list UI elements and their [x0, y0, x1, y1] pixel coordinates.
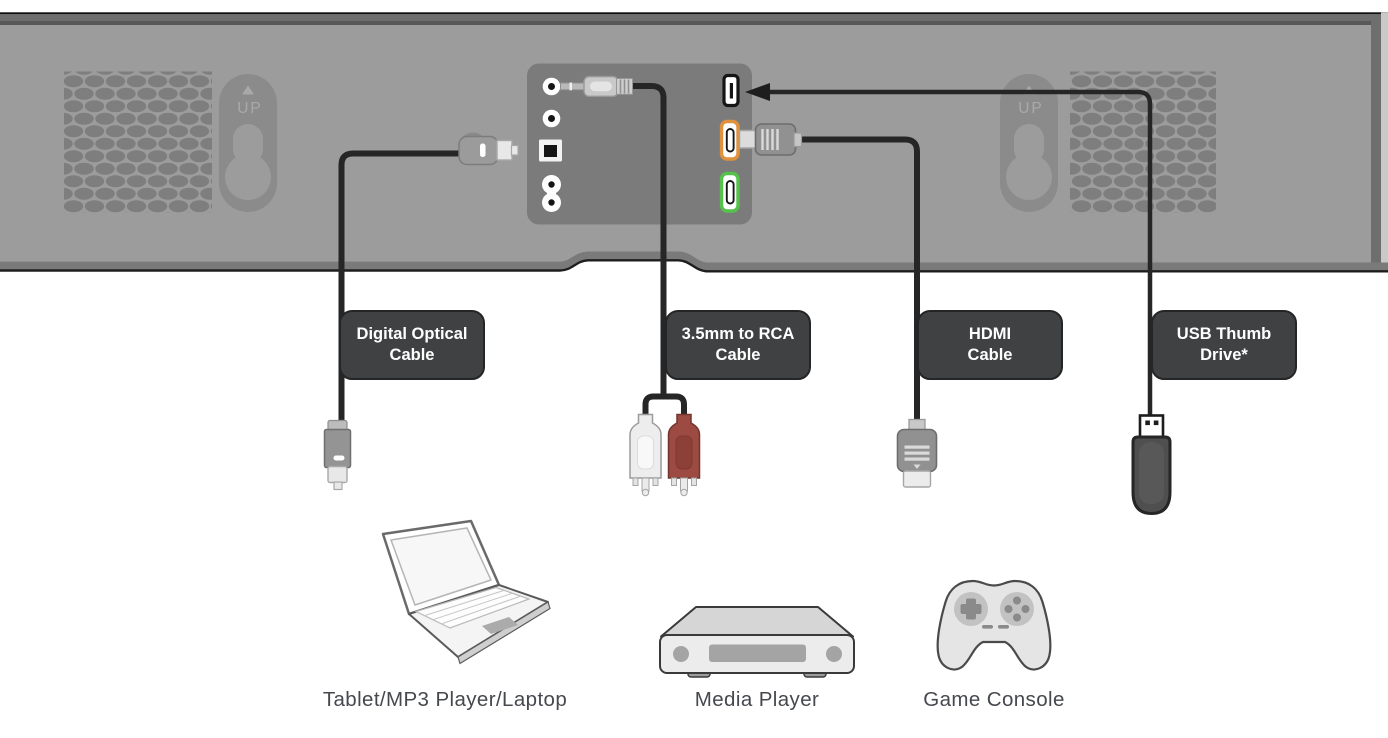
- aux-input-jack: [542, 77, 561, 96]
- laptop-icon: [381, 519, 551, 665]
- label-aux-to-rca-cable: 3.5mm to RCA Cable: [665, 310, 811, 380]
- keyhole-slot: [1014, 124, 1044, 164]
- label-line: Cable: [967, 346, 1013, 364]
- aux-to-rca-cable-line: [631, 83, 667, 399]
- keyhole-slot: [233, 124, 263, 164]
- label-usb-thumb-drive: USB Thumb Drive*: [1151, 310, 1297, 380]
- keyhole-mount-right: UP: [1000, 74, 1058, 212]
- label-line: Cable: [389, 346, 435, 364]
- bottom-trim-band: [0, 251, 1388, 271]
- hdmi-cable-connector: [896, 418, 938, 488]
- panel-surface: [527, 63, 752, 225]
- optical-plug-inline: [458, 132, 519, 166]
- usb-arrow-icon: [745, 83, 770, 101]
- aux-plug-inserted: [560, 75, 633, 97]
- optical-digital-port: [539, 139, 562, 162]
- keyhole-circle: [1006, 154, 1052, 200]
- label-hdmi-cable: HDMI Cable: [917, 310, 1063, 380]
- up-label: UP: [237, 100, 263, 117]
- label-line: Cable: [715, 346, 761, 364]
- rca-split-line: [642, 393, 687, 417]
- rca-plug-red: [667, 413, 701, 497]
- up-label: UP: [1018, 100, 1044, 117]
- label-digital-optical-cable: Digital Optical Cable: [339, 310, 485, 380]
- hdmi-plug-inserted: [738, 123, 803, 156]
- media-player-icon: [659, 606, 855, 678]
- keyhole-circle: [225, 154, 271, 200]
- caption-tablet-mp3-laptop: Tablet/MP3 Player/Laptop: [322, 688, 568, 711]
- bottom-edge-line: [0, 259, 1388, 273]
- keyhole-mount-left: UP: [219, 74, 277, 212]
- label-line: 3.5mm to RCA: [681, 324, 795, 343]
- right-edge-band: [1371, 14, 1381, 269]
- connection-panel: [527, 63, 752, 225]
- usb-thumb-drive: [1131, 414, 1172, 516]
- rca-plug-white: [629, 413, 662, 497]
- optical-cable-connector: [323, 419, 352, 491]
- caption-game-console: Game Console: [923, 688, 1065, 711]
- label-line: Drive*: [1200, 346, 1248, 364]
- usb-port: [722, 73, 740, 108]
- top-trim-shadow: [0, 20, 1388, 25]
- hdmi-port-green: [719, 171, 740, 213]
- usb-connection-line: [769, 89, 1153, 416]
- gamepad-icon: [936, 579, 1052, 671]
- caption-media-player: Media Player: [694, 688, 820, 711]
- right-edge-highlight: [1381, 12, 1388, 271]
- label-line: USB Thumb: [1176, 324, 1272, 343]
- cables: [338, 83, 1153, 421]
- speaker-grille-left: [64, 71, 212, 213]
- hdmi-cable-line: [799, 136, 920, 421]
- label-line: HDMI: [968, 324, 1012, 343]
- top-trim-band: [0, 14, 1388, 21]
- digital-optical-cable-line: [338, 150, 461, 421]
- top-edge-line: [0, 12, 1388, 15]
- hdmi-port-orange: [719, 119, 740, 161]
- up-arrow-icon: [242, 85, 254, 95]
- aux-input-jack-2: [542, 109, 561, 128]
- power-port: [542, 175, 561, 212]
- label-line: Digital Optical: [356, 324, 468, 343]
